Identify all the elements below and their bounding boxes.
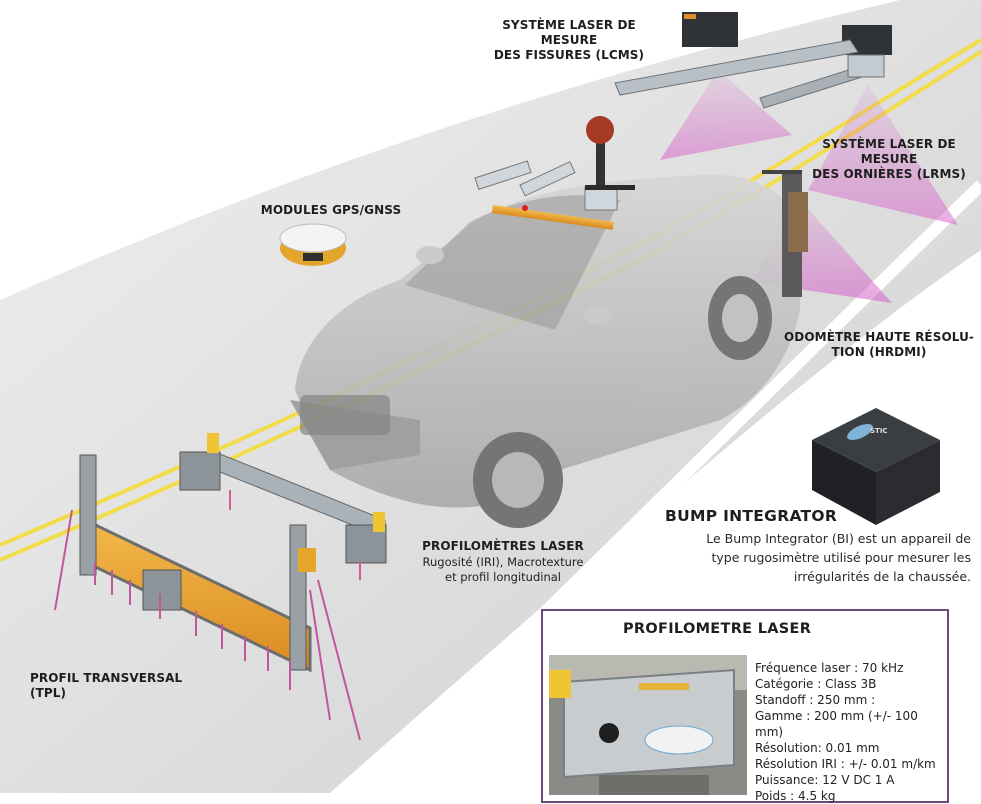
spec-item: Résolution IRI : +/- 0.01 m/km bbox=[755, 757, 936, 771]
bump-integrator-description: Le Bump Integrator (BI) est un appareil … bbox=[664, 529, 971, 586]
spec-item: Poids : 4.5 kg bbox=[755, 789, 836, 803]
bump-integrator-description-line: type rugosimètre utilisé pour mesurer le… bbox=[711, 550, 971, 565]
vehicle bbox=[290, 174, 800, 528]
spec-item: Résolution: 0.01 mm bbox=[755, 741, 880, 755]
spec-list: Fréquence laser : 70 kHz Catégorie : Cla… bbox=[755, 660, 947, 804]
hrdmi-label-line: ODOMÈTRE HAUTE RÉSOLU- bbox=[784, 330, 974, 344]
gps-label: MODULES GPS/GNSS bbox=[260, 203, 402, 217]
lrms-label: SYSTÈME LASER DE MESURE DES ORNIÈRES (LR… bbox=[797, 137, 981, 182]
bump-integrator-title: BUMP INTEGRATOR bbox=[665, 507, 838, 525]
hrdmi-label: ODOMÈTRE HAUTE RÉSOLU- TION (HRDMI) bbox=[784, 330, 974, 360]
spec-item: Catégorie : Class 3B bbox=[755, 677, 877, 691]
lcms-label-line: SYSTÈME LASER DE MESURE bbox=[502, 18, 636, 47]
lcms-label: SYSTÈME LASER DE MESURE DES FISSURES (LC… bbox=[476, 18, 662, 63]
profilometres-label: PROFILOMÈTRES LASER bbox=[422, 539, 584, 553]
laser-profiler-photo bbox=[549, 655, 747, 795]
bump-integrator-brand: STIC bbox=[870, 427, 888, 435]
bump-integrator-device bbox=[812, 408, 940, 525]
hrdmi-device bbox=[762, 170, 808, 297]
roof-profilers bbox=[474, 116, 635, 230]
gps-module bbox=[279, 223, 347, 266]
profilometres-sublabel-line: Rugosité (IRI), Macrotexture bbox=[422, 555, 584, 569]
spec-item: Fréquence laser : 70 kHz bbox=[755, 661, 904, 675]
bump-integrator-description-line: Le Bump Integrator (BI) est un appareil … bbox=[706, 531, 971, 546]
profilometres-sublabel-line: et profil longitudinal bbox=[445, 570, 561, 584]
spec-item: Gamme : 200 mm (+/- 100 mm) bbox=[755, 709, 918, 739]
spec-panel: PROFILOMETRE LASER Fréquence laser : 70 … bbox=[541, 609, 949, 803]
lrms-label-line: SYSTÈME LASER DE MESURE bbox=[822, 137, 956, 166]
tpl-label: PROFIL TRANSVERSAL (TPL) bbox=[30, 671, 183, 700]
lcms-device bbox=[614, 12, 892, 109]
hrdmi-label-line: TION (HRDMI) bbox=[831, 345, 927, 359]
bump-integrator-description-line: irrégularités de la chaussée. bbox=[793, 569, 971, 584]
spec-item: Standoff : 250 mm : bbox=[755, 693, 876, 707]
lcms-label-line: DES FISSURES (LCMS) bbox=[493, 48, 645, 62]
laser-profiler-bar bbox=[179, 433, 387, 580]
profilometres-sublabel: Rugosité (IRI), Macrotexture et profil l… bbox=[410, 555, 596, 585]
tpl-device bbox=[54, 454, 361, 741]
lrms-label-line: DES ORNIÈRES (LRMS) bbox=[812, 167, 966, 181]
spec-panel-title: PROFILOMETRE LASER bbox=[623, 621, 812, 637]
spec-item: Puissance: 12 V DC 1 A bbox=[755, 773, 895, 787]
